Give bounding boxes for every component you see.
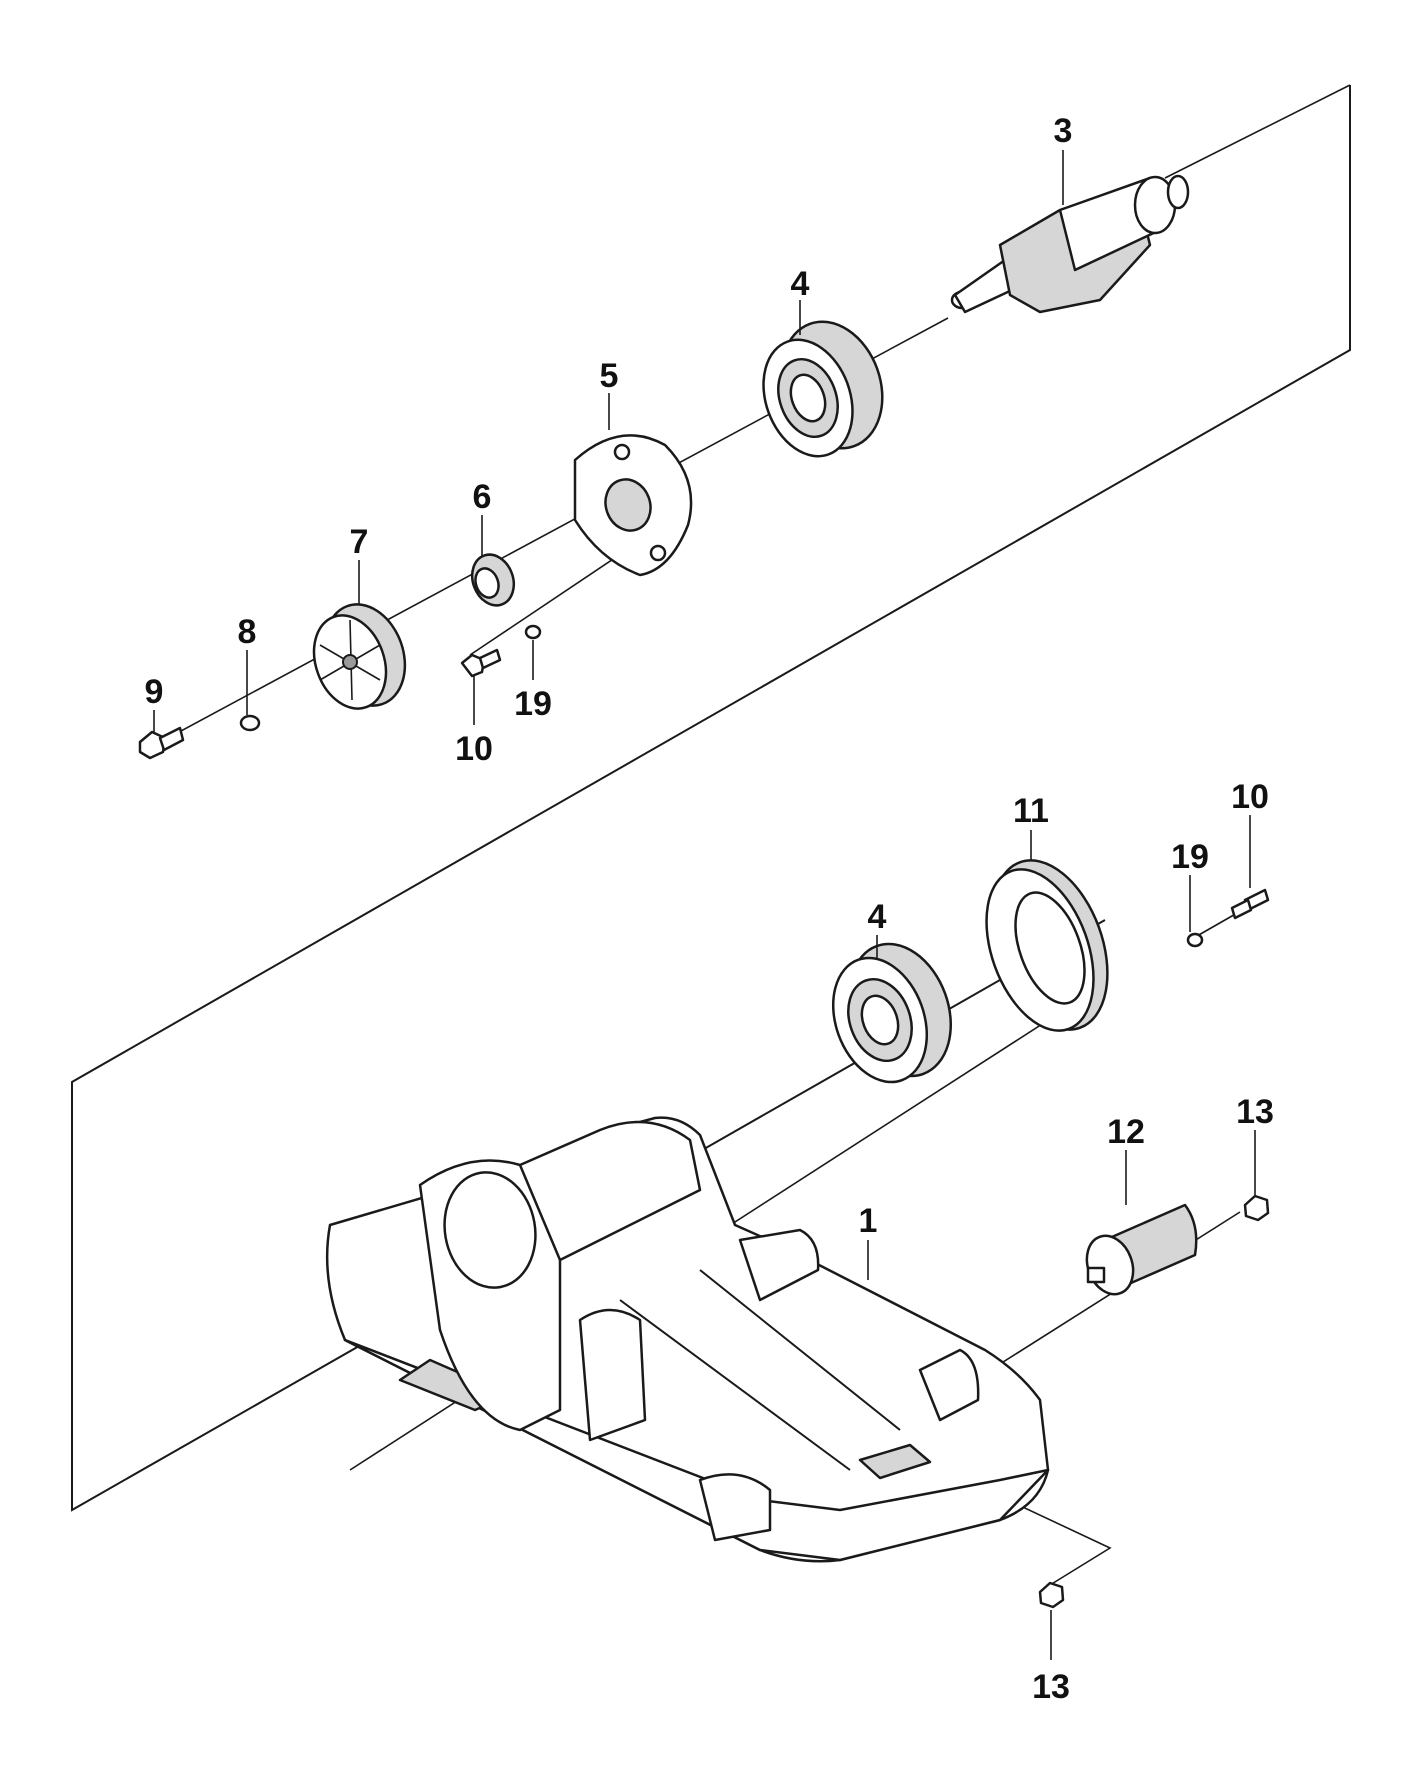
shaft-seal	[470, 553, 516, 607]
exciter-housing-top	[518, 1120, 702, 1262]
nut-bottom-hex	[1038, 1581, 1065, 1609]
base-plate	[325, 1116, 1050, 1563]
pulley-hub	[342, 654, 358, 670]
callout-19-lower: 19	[1171, 838, 1209, 876]
exciter-housing-bore	[443, 1171, 537, 1289]
bearing-housing	[985, 859, 1109, 1032]
bearing-lower	[831, 942, 952, 1084]
callout-9: 9	[145, 673, 164, 711]
callout-13-upper: 13	[1236, 1093, 1274, 1131]
callout-19-upper: 19	[514, 685, 552, 723]
callout-13-lower: 13	[1032, 1668, 1070, 1706]
base-plate-edge	[343, 1338, 1050, 1562]
small-washer-upper	[524, 624, 542, 640]
callout-7: 7	[350, 523, 369, 561]
mount-bracket-front	[698, 1473, 772, 1542]
callout-5: 5	[600, 357, 619, 395]
mount-bracket-center	[578, 1308, 647, 1442]
bearing-upper	[762, 320, 884, 458]
callout-10-upper: 10	[455, 730, 493, 768]
small-washer-ring	[524, 624, 542, 640]
base-plate-pocket-right	[858, 1443, 932, 1480]
cover-plate-screw-hole-top	[613, 443, 631, 461]
small-washer-lower	[1186, 932, 1204, 948]
callout-11: 11	[1013, 792, 1049, 830]
pulley	[312, 603, 407, 710]
callout-6: 6	[473, 478, 492, 516]
screw-lower-shank	[1230, 898, 1253, 920]
callout-leaders	[153, 150, 1256, 1660]
cover-plate-hole	[604, 478, 652, 532]
bearing-lower-bore	[860, 994, 900, 1046]
nut-bottom	[1038, 1581, 1065, 1609]
cover-plate-screw-hole-bottom	[649, 544, 667, 562]
callout-4-upper: 4	[791, 265, 810, 303]
bolt-head	[138, 730, 167, 760]
washer-ring	[239, 714, 261, 732]
base-plate-ribs	[619, 1269, 901, 1471]
rubber-mount	[1085, 1203, 1198, 1296]
rubber-mount-stud	[1086, 1266, 1106, 1284]
nut-right	[1243, 1194, 1270, 1222]
housing-bore	[1014, 891, 1086, 1005]
mount-bracket-rear	[738, 1228, 820, 1302]
mount-bracket-right	[918, 1348, 980, 1422]
cover-plate	[573, 434, 693, 577]
washer	[239, 714, 261, 732]
callout-10-lower: 10	[1231, 778, 1269, 816]
callout-3: 3	[1054, 112, 1073, 150]
shaft-axis-top	[1164, 84, 1351, 179]
small-washer-lower-ring	[1186, 932, 1204, 948]
nut-right-hex	[1243, 1194, 1270, 1222]
screw-shank	[478, 648, 502, 670]
screw-lower	[1230, 888, 1270, 920]
bearing-bore	[789, 373, 827, 423]
callout-12: 12	[1107, 1113, 1145, 1151]
shaft-end	[1166, 174, 1190, 210]
callout-labels: 3 4 5 6 7 8 9 10 19 10 11 19 4 12 13 1 1…	[145, 112, 1274, 1706]
bolt-upper-left	[138, 726, 185, 760]
seal-inner	[474, 567, 500, 599]
callout-8: 8	[238, 613, 257, 651]
eccentric-shaft	[950, 174, 1190, 314]
screw-upper	[460, 648, 502, 678]
callout-1: 1	[859, 1202, 878, 1240]
callout-4-lower: 4	[868, 898, 887, 936]
bolt-shank	[158, 726, 185, 752]
